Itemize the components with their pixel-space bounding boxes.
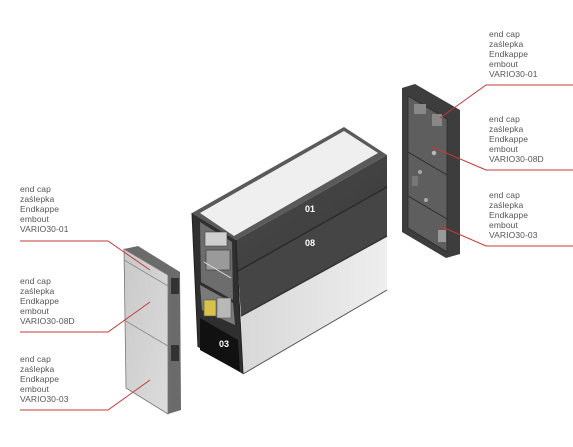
label-line: embout	[20, 384, 49, 394]
leader-right-03	[439, 225, 573, 247]
module-label-01: 01	[305, 204, 315, 214]
right-label-vario30-01: end cap zaślepka Endkappe embout VARIO30…	[489, 29, 538, 79]
label-line: zaślepka	[489, 200, 524, 210]
label-line: embout	[20, 214, 49, 224]
label-line: zaślepka	[489, 124, 524, 134]
module-03-side	[241, 236, 387, 374]
label-line: VARIO30-01	[20, 224, 69, 234]
leader-right-08	[431, 146, 573, 171]
left-label-vario30-01: end cap zaślepka Endkappe embout VARIO30…	[20, 184, 69, 234]
label-line: end cap	[489, 190, 520, 200]
leader-left-03	[20, 379, 151, 411]
label-line: embout	[489, 59, 518, 69]
label-line: Endkappe	[20, 374, 60, 384]
label-line: Endkappe	[489, 210, 529, 220]
label-line: end cap	[20, 354, 51, 364]
label-line: VARIO30-01	[489, 69, 538, 79]
label-line: end cap	[20, 276, 51, 286]
main-enclosure	[191, 127, 388, 375]
module-08-side	[238, 187, 387, 316]
label-line: Endkappe	[20, 296, 60, 306]
label-line: Endkappe	[489, 49, 529, 59]
label-line: VARIO30-03	[489, 230, 538, 240]
yellow-component	[203, 299, 217, 317]
label-line: embout	[489, 220, 518, 230]
enclosure-top-lid	[200, 131, 378, 236]
label-line: zaślepka	[20, 286, 55, 296]
label-line: VARIO30-08D	[20, 316, 75, 326]
label-line: zaślepka	[489, 39, 524, 49]
label-line: end cap	[489, 29, 520, 39]
label-line: Endkappe	[20, 204, 60, 214]
leader-lines	[20, 84, 573, 411]
interior-lower	[200, 318, 240, 372]
right-label-vario30-03: end cap zaślepka Endkappe embout VARIO30…	[489, 190, 538, 240]
module-01-side	[236, 155, 387, 271]
label-line: zaślepka	[20, 364, 55, 374]
right-end-cap	[402, 84, 460, 258]
label-line: end cap	[20, 184, 51, 194]
left-label-vario30-03: end cap zaślepka Endkappe embout VARIO30…	[20, 354, 69, 404]
label-line: Endkappe	[489, 134, 529, 144]
label-line: embout	[20, 306, 49, 316]
label-line: VARIO30-03	[20, 394, 69, 404]
module-label-03: 03	[219, 339, 229, 349]
leader-left-01	[20, 240, 151, 271]
leader-left-08	[20, 301, 151, 333]
left-end-cap	[123, 246, 181, 415]
left-label-vario30-08d: end cap zaślepka Endkappe embout VARIO30…	[20, 276, 75, 326]
label-line: VARIO30-08D	[489, 154, 544, 164]
right-label-vario30-08d: end cap zaślepka Endkappe embout VARIO30…	[489, 114, 544, 164]
leader-right-01	[439, 84, 573, 119]
module-label-08: 08	[305, 238, 315, 248]
label-line: embout	[489, 144, 518, 154]
label-line: end cap	[489, 114, 520, 124]
label-line: zaślepka	[20, 194, 55, 204]
